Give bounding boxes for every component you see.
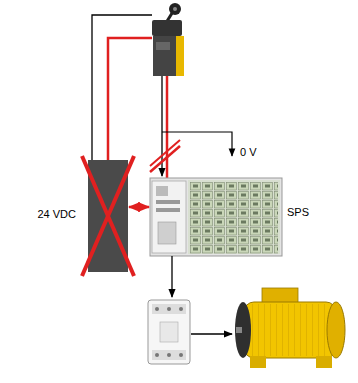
limit-switch (152, 3, 184, 76)
wire (108, 38, 152, 160)
break-mark (150, 146, 180, 172)
contactor (148, 300, 190, 364)
wire (166, 75, 169, 178)
wire (191, 333, 232, 334)
plc (150, 178, 282, 256)
voltage-label: 0 V (240, 146, 257, 159)
plc-box: SPS (150, 178, 282, 256)
wire (92, 15, 152, 160)
cross-mark (82, 156, 134, 276)
connector-arrow (129, 206, 149, 209)
node-label: SPS (287, 206, 309, 219)
cross-mark (82, 156, 134, 276)
node-label: 24 VDC (37, 208, 76, 221)
wire (171, 256, 172, 297)
motor (235, 288, 345, 368)
break-mark (150, 140, 180, 166)
